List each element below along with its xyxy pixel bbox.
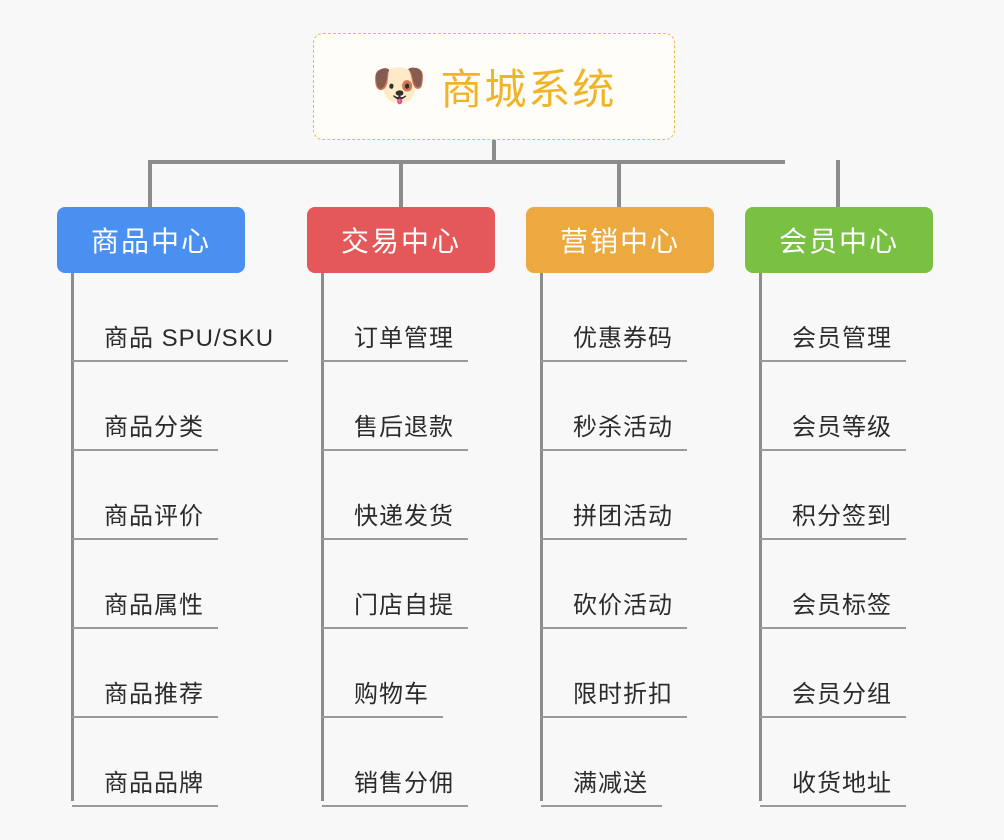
connector-spine-transaction-center: [321, 273, 324, 801]
leaf-item-underline: 商品推荐: [72, 680, 218, 718]
leaf-item-label: 收货地址: [792, 770, 892, 797]
connector-horizontal-bus: [148, 160, 785, 164]
connector-spine-marketing-center: [540, 273, 543, 801]
leaf-item-label: 会员标签: [792, 592, 892, 619]
leaf-item[interactable]: 收货地址: [760, 718, 975, 807]
leaf-item-label: 门店自提: [354, 592, 454, 619]
connector-drop-4: [836, 160, 840, 208]
leaf-item-label: 商品评价: [104, 503, 204, 530]
leaf-item[interactable]: 积分签到: [760, 451, 975, 540]
leaf-item[interactable]: 商品评价: [72, 451, 287, 540]
leaf-item[interactable]: 满减送: [541, 718, 756, 807]
branch-column: 会员中心会员管理会员等级积分签到会员标签会员分组收货地址: [745, 207, 975, 807]
leaf-item-underline: 购物车: [322, 680, 443, 718]
leaf-item-underline: 拼团活动: [541, 502, 687, 540]
leaf-item[interactable]: 拼团活动: [541, 451, 756, 540]
connector-drop-2: [399, 160, 403, 208]
leaf-item-underline: 会员管理: [760, 324, 906, 362]
leaf-item-label: 购物车: [354, 681, 429, 708]
leaf-item-label: 拼团活动: [573, 503, 673, 530]
branch-column: 营销中心优惠券码秒杀活动拼团活动砍价活动限时折扣满减送: [526, 207, 756, 807]
leaf-item[interactable]: 门店自提: [322, 540, 537, 629]
leaf-item[interactable]: 商品属性: [72, 540, 287, 629]
branch-column: 商品中心商品 SPU/SKU 商品分类商品评价商品属性商品推荐商品品牌: [57, 207, 289, 807]
category-header-marketing-center[interactable]: 营销中心: [526, 207, 714, 273]
leaf-item[interactable]: 秒杀活动: [541, 362, 756, 451]
leaf-item-underline: 售后退款: [322, 413, 468, 451]
leaf-list-marketing-center: 优惠券码秒杀活动拼团活动砍价活动限时折扣满减送: [541, 273, 756, 807]
leaf-item-label: 积分签到: [792, 503, 892, 530]
leaf-item[interactable]: 会员管理: [760, 273, 975, 362]
leaf-item-underline: 商品分类: [72, 413, 218, 451]
leaf-list-product-center: 商品 SPU/SKU 商品分类商品评价商品属性商品推荐商品品牌: [72, 273, 289, 807]
connector-spine-member-center: [759, 273, 762, 801]
leaf-item-underline: 积分签到: [760, 502, 906, 540]
leaf-item[interactable]: 会员等级: [760, 362, 975, 451]
root-node-title: 商城系统: [440, 66, 617, 113]
category-header-transaction-center[interactable]: 交易中心: [307, 207, 495, 273]
connector-root-stem: [492, 140, 496, 162]
leaf-item-label: 售后退款: [354, 414, 454, 441]
leaf-item-underline: 会员等级: [760, 413, 906, 451]
leaf-item-underline: 销售分佣: [322, 769, 468, 807]
category-header-member-center[interactable]: 会员中心: [745, 207, 933, 273]
dog-face-icon: 🐶: [371, 60, 427, 110]
connector-drop-3: [617, 160, 621, 208]
leaf-item-underline: 快递发货: [322, 502, 468, 540]
leaf-item-underline: 满减送: [541, 769, 662, 807]
leaf-item-label: 商品 SPU/SKU: [104, 325, 275, 352]
leaf-item[interactable]: 砍价活动: [541, 540, 756, 629]
leaf-item-label: 商品分类: [104, 414, 204, 441]
leaf-item-underline: 商品评价: [72, 502, 218, 540]
leaf-item[interactable]: 会员分组: [760, 629, 975, 718]
leaf-item-label: 快递发货: [354, 503, 454, 530]
leaf-item-underline: 砍价活动: [541, 591, 687, 629]
leaf-item-label: 满减送: [573, 770, 648, 797]
leaf-item[interactable]: 商品推荐: [72, 629, 287, 718]
leaf-item-label: 商品属性: [104, 592, 204, 619]
leaf-item-underline: 订单管理: [322, 324, 468, 362]
leaf-item[interactable]: 购物车: [322, 629, 537, 718]
leaf-item[interactable]: 售后退款: [322, 362, 537, 451]
leaf-item-label: 会员分组: [792, 681, 892, 708]
leaf-item[interactable]: 商品 SPU/SKU: [72, 273, 289, 362]
category-header-product-center[interactable]: 商品中心: [57, 207, 245, 273]
leaf-item-label: 优惠券码: [573, 325, 673, 352]
leaf-item[interactable]: 商品品牌: [72, 718, 287, 807]
leaf-list-member-center: 会员管理会员等级积分签到会员标签会员分组收货地址: [760, 273, 975, 807]
connector-drop-1: [148, 160, 152, 208]
leaf-item-label: 限时折扣: [573, 681, 673, 708]
leaf-item[interactable]: 限时折扣: [541, 629, 756, 718]
leaf-item[interactable]: 销售分佣: [322, 718, 537, 807]
leaf-item-label: 订单管理: [354, 325, 454, 352]
leaf-list-transaction-center: 订单管理售后退款快递发货门店自提购物车销售分佣: [322, 273, 537, 807]
leaf-item-label: 商品推荐: [104, 681, 204, 708]
leaf-item-label: 会员管理: [792, 325, 892, 352]
leaf-item-underline: 限时折扣: [541, 680, 687, 718]
branch-column: 交易中心订单管理售后退款快递发货门店自提购物车销售分佣: [307, 207, 537, 807]
root-node[interactable]: 🐶 商城系统: [313, 33, 675, 140]
leaf-item-underline: 优惠券码: [541, 324, 687, 362]
leaf-item-label: 商品品牌: [104, 770, 204, 797]
leaf-item-label: 销售分佣: [354, 770, 454, 797]
leaf-item[interactable]: 优惠券码: [541, 273, 756, 362]
leaf-item-underline: 收货地址: [760, 769, 906, 807]
leaf-item-underline: 会员分组: [760, 680, 906, 718]
connector-spine-product-center: [71, 273, 74, 801]
leaf-item-underline: 会员标签: [760, 591, 906, 629]
leaf-item[interactable]: 订单管理: [322, 273, 537, 362]
leaf-item-label: 砍价活动: [573, 592, 673, 619]
leaf-item[interactable]: 快递发货: [322, 451, 537, 540]
leaf-item-underline: 商品 SPU/SKU: [72, 324, 289, 362]
leaf-item-underline: 秒杀活动: [541, 413, 687, 451]
leaf-item-label: 会员等级: [792, 414, 892, 441]
leaf-item-underline: 商品属性: [72, 591, 218, 629]
leaf-item-label: 秒杀活动: [573, 414, 673, 441]
leaf-item[interactable]: 会员标签: [760, 540, 975, 629]
leaf-item-underline: 门店自提: [322, 591, 468, 629]
leaf-item-underline: 商品品牌: [72, 769, 218, 807]
leaf-item[interactable]: 商品分类: [72, 362, 287, 451]
